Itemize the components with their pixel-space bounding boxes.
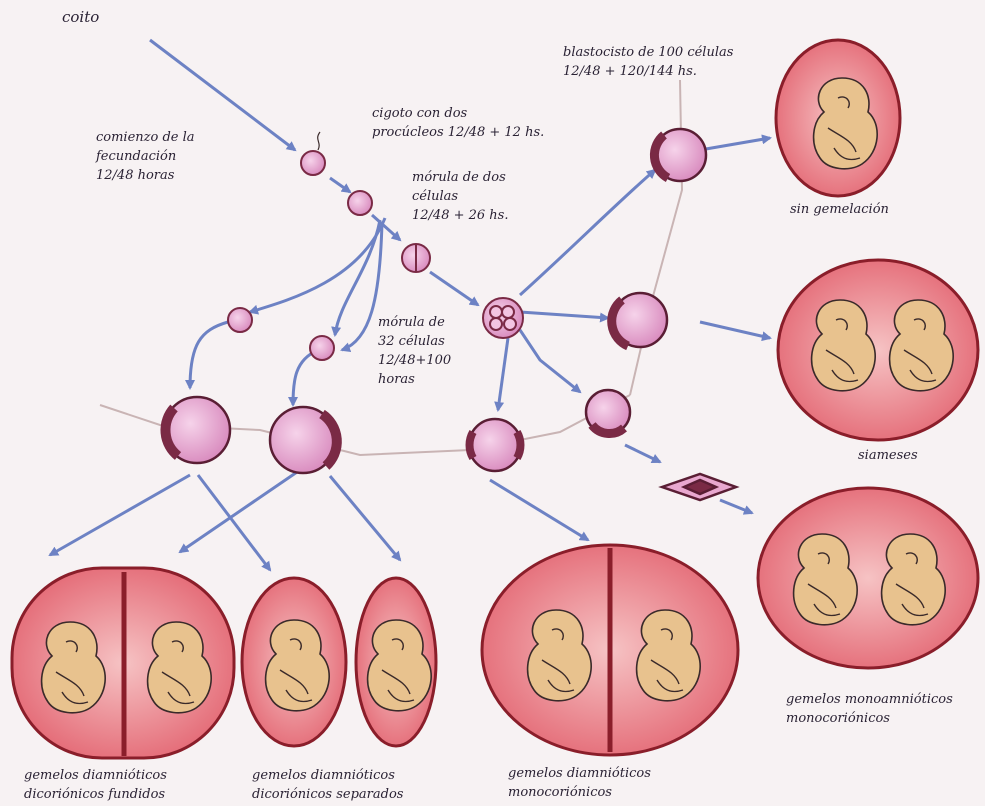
uterus-mono-mono xyxy=(758,488,978,668)
uterus-siamese xyxy=(778,260,978,440)
uterus-dico-fused xyxy=(12,568,234,758)
early-cells xyxy=(228,132,523,360)
uterus-diam-mono xyxy=(482,545,738,755)
uterus-single xyxy=(776,40,900,196)
uterus-dico-separate xyxy=(242,578,436,746)
label-siameses: siameses xyxy=(858,446,918,465)
label-coito: coito xyxy=(62,8,99,27)
label-sin-gemelacion: sin gemelación xyxy=(790,200,889,219)
